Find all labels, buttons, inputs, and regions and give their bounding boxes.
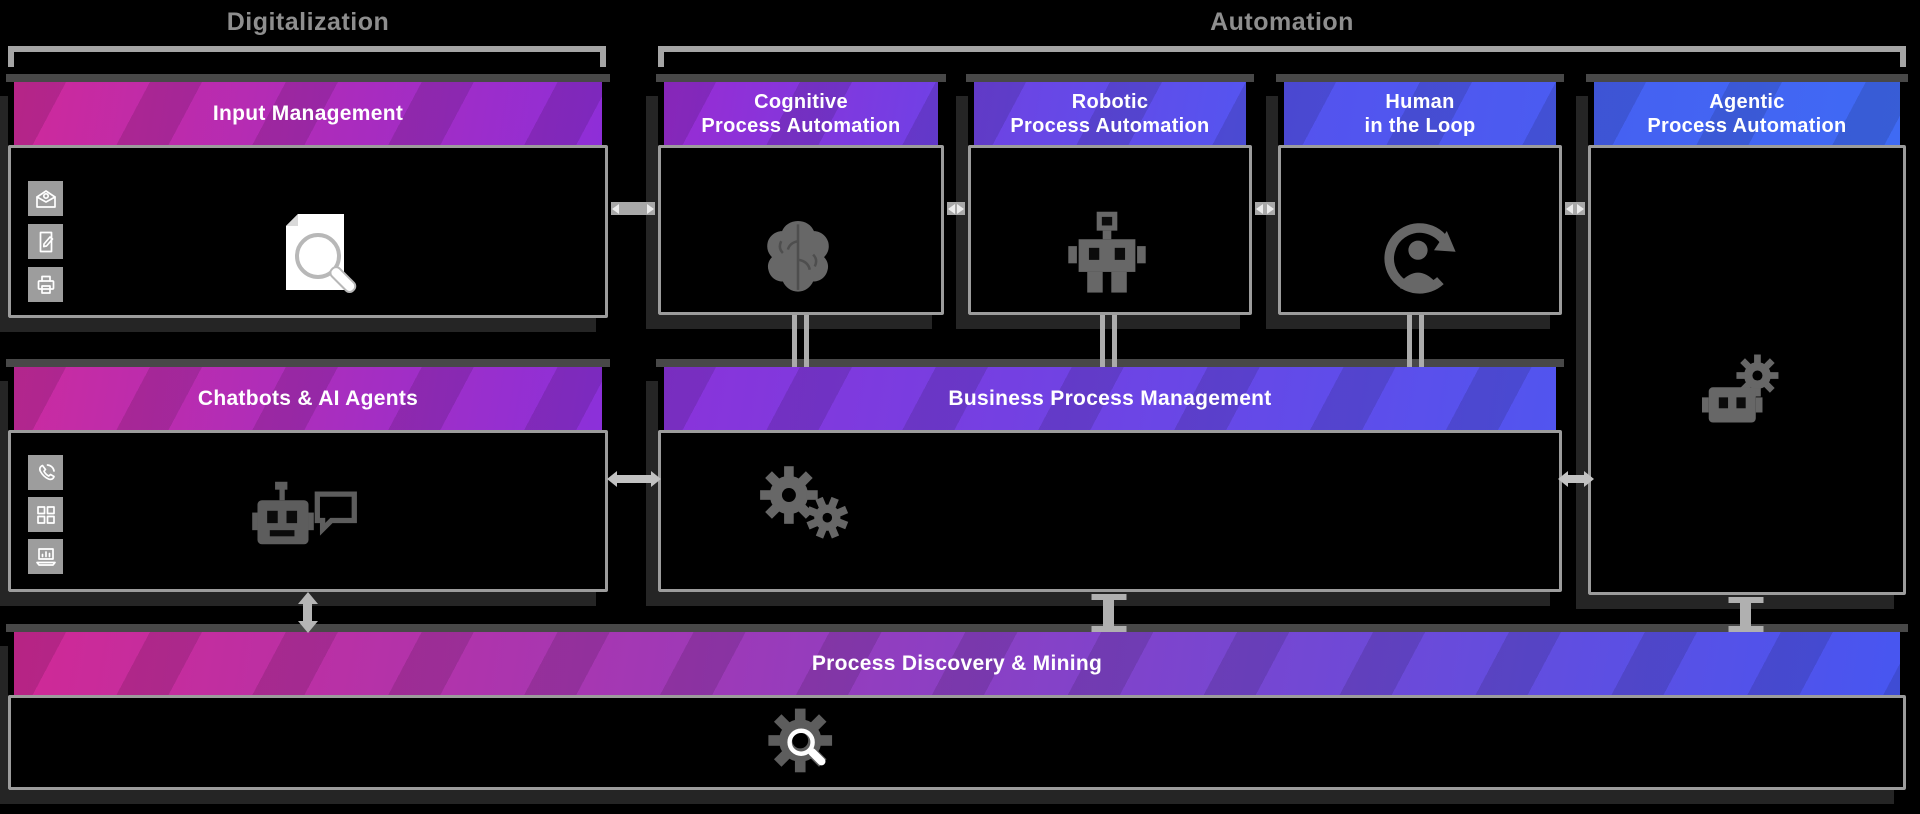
connector-chatbots-bpm: [617, 475, 651, 483]
process-discovery-content: [8, 695, 1906, 790]
connector-chatbots-discovery: [303, 604, 312, 621]
process-discovery-title: Process Discovery & Mining: [811, 651, 1103, 675]
agentic-pa-box: Agentic Process Automation: [1586, 74, 1908, 595]
phone-support-icon: [28, 455, 63, 490]
agentic-pa-header: Agentic Process Automation: [1594, 82, 1900, 145]
agentic-pa-title-line1: Agentic: [1709, 90, 1785, 113]
connector-human-bpm: [1407, 315, 1424, 367]
email-icon: [28, 181, 63, 216]
cognitive-pa-header: Cognitive Process Automation: [664, 82, 938, 145]
chatbots-header: Chatbots & AI Agents: [14, 367, 602, 430]
robot-icon: [1068, 210, 1146, 301]
cognitive-pa-title-line1: Cognitive: [754, 90, 848, 113]
agentic-pa-title-line2: Process Automation: [1647, 114, 1847, 137]
robotic-pa-title-line1: Robotic: [1071, 90, 1149, 113]
human-title-line2: in the Loop: [1364, 114, 1476, 137]
bpm-title: Business Process Management: [948, 386, 1272, 410]
apps-grid-icon: [28, 497, 63, 532]
document-search-icon: [268, 208, 363, 313]
bpm-header: Business Process Management: [664, 367, 1556, 430]
gears-icon: [754, 460, 850, 549]
digitalization-bracket: [8, 46, 606, 67]
printer-icon: [28, 267, 63, 302]
chatbot-icon: [252, 480, 358, 573]
gear-search-icon: [756, 698, 848, 795]
input-management-header: Input Management: [14, 82, 602, 145]
chatbots-title: Chatbots & AI Agents: [197, 386, 419, 410]
robotic-pa-title-line2: Process Automation: [1010, 114, 1210, 137]
connector-bpm-agentic: [1568, 475, 1584, 483]
connector-human-agentic: [1565, 202, 1585, 215]
input-management-title: Input Management: [212, 101, 404, 125]
process-discovery-box: Process Discovery & Mining: [6, 624, 1908, 790]
bpm-box: Business Process Management: [656, 359, 1564, 592]
human-loop-icon: [1378, 216, 1458, 307]
connector-agentic-discovery: [1740, 597, 1751, 632]
connector-bpm-discovery: [1103, 594, 1114, 632]
agentic-robot-gear-icon: [1702, 352, 1786, 441]
cognitive-pa-title-line2: Process Automation: [701, 114, 901, 137]
robotic-pa-box: Robotic Process Automation: [966, 74, 1254, 315]
human-in-the-loop-header: Human in the Loop: [1284, 82, 1556, 145]
connector-robotic-human: [1255, 202, 1275, 215]
connector-input-cognitive: [611, 202, 655, 215]
document-edit-icon: [28, 224, 63, 259]
connector-robotic-bpm: [1100, 315, 1117, 367]
automation-bracket: [658, 46, 1906, 67]
connector-cognitive-robotic: [947, 202, 965, 215]
connector-cognitive-bpm: [792, 315, 809, 367]
section-label-digitalization: Digitalization: [226, 8, 390, 36]
brain-icon: [756, 216, 840, 305]
human-title-line1: Human: [1385, 90, 1455, 113]
laptop-chart-icon: [28, 539, 63, 574]
section-label-automation: Automation: [1210, 8, 1354, 36]
robotic-pa-header: Robotic Process Automation: [974, 82, 1246, 145]
process-discovery-header: Process Discovery & Mining: [14, 632, 1900, 695]
